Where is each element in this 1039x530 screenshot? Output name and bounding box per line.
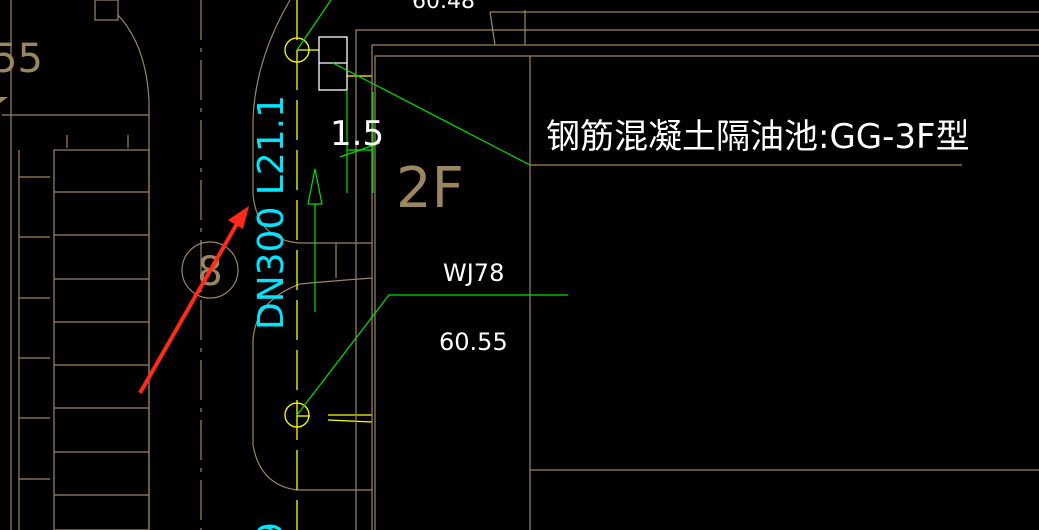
- title-label: 钢筋混凝土隔油池:GG-3F型: [546, 117, 970, 157]
- well-id: WJ78: [443, 259, 504, 287]
- top-elevation: 60.48: [412, 0, 475, 14]
- bottom-partial-text: 9: [251, 522, 292, 530]
- left-building: [0, 0, 150, 530]
- title-leader: [332, 62, 531, 166]
- left-partial-text: 55: [0, 36, 43, 82]
- wj78-leader: [296, 294, 568, 416]
- well-elevation: 60.55: [439, 328, 508, 356]
- pipe-label: DN300 L21.1: [251, 95, 292, 330]
- oil-separator-frame: [355, 10, 1039, 530]
- manhole-wj78[interactable]: [284, 402, 310, 428]
- dimension-text: 1.5: [330, 114, 384, 154]
- flow-arrow-head: [307, 168, 323, 205]
- annotation-arrow: [138, 206, 249, 394]
- road-edge-lower: [252, 277, 373, 491]
- axis-bubble: [181, 241, 239, 299]
- road-edge-upper: [252, 0, 372, 244]
- floor-label: 2F: [396, 156, 464, 221]
